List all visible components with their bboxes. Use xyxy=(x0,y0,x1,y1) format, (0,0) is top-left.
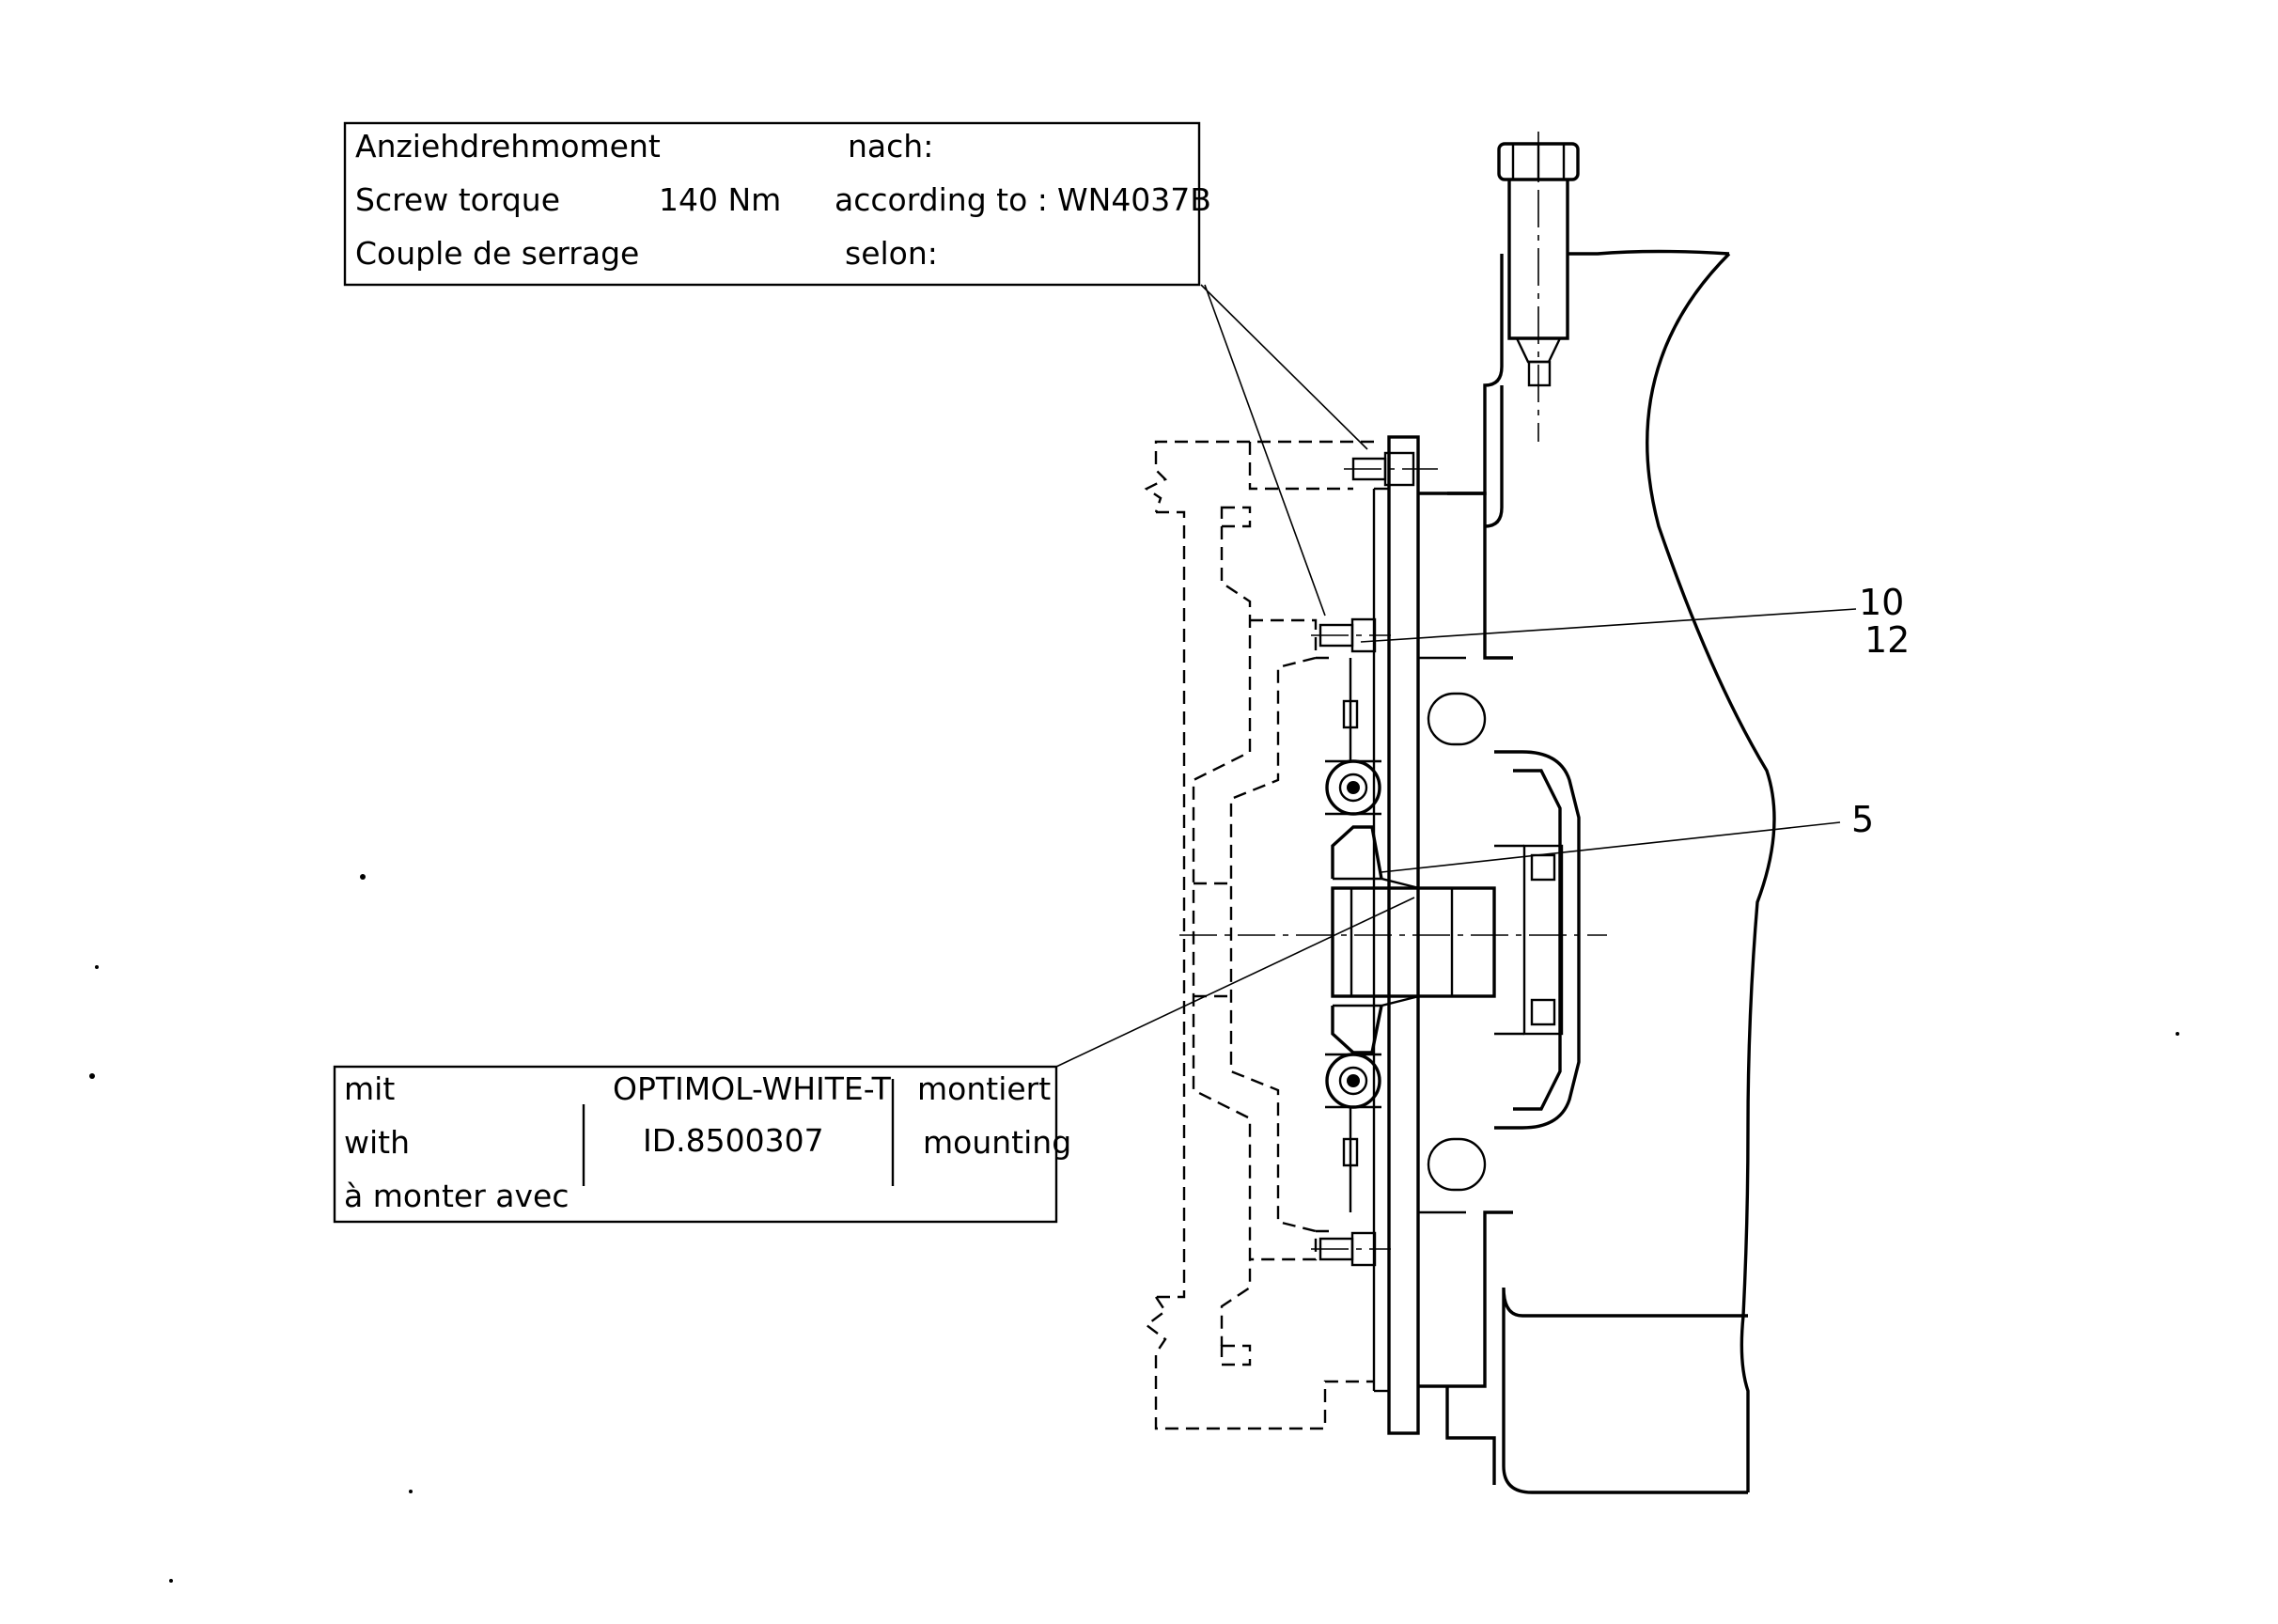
torque-ref-de: nach: xyxy=(848,128,933,164)
callout-5: 5 xyxy=(1851,799,1874,840)
torque-label-de: Anziehdrehmoment xyxy=(355,128,661,164)
lubricant-leader-line xyxy=(1055,897,1415,1068)
lower-bearing xyxy=(1325,1053,1381,1212)
torque-spec-table: Anziehdrehmoment nach: Screw torque 140 … xyxy=(343,121,1211,287)
upper-bearing xyxy=(1325,658,1381,816)
torque-leader-lines xyxy=(1200,284,1368,617)
lubricant-with: with xyxy=(344,1124,410,1161)
torque-value: 140 Nm xyxy=(659,181,781,218)
torque-ref-en: according to : xyxy=(835,181,1048,218)
torque-label-fr: Couple de serrage xyxy=(355,235,639,272)
lubricant-mounting: mounting xyxy=(923,1124,1071,1161)
lower-screw xyxy=(1311,1231,1391,1267)
scan-speckles xyxy=(89,874,2179,1583)
upper-screw xyxy=(1344,451,1438,487)
lubricant-mit: mit xyxy=(344,1070,395,1107)
part-callouts: 10 12 5 xyxy=(1360,582,1910,873)
lubricant-name: OPTIMOL-WHITE-T xyxy=(613,1070,892,1107)
housing-body xyxy=(1372,132,1776,1494)
hub-assembly xyxy=(1179,750,1607,1130)
callout-10: 10 xyxy=(1859,582,1904,623)
middle-screw xyxy=(1311,617,1391,653)
torque-standard: WN4037B xyxy=(1057,181,1211,218)
lubricant-avec: à monter avec xyxy=(344,1178,569,1214)
lubricant-montiert: montiert xyxy=(917,1070,1051,1107)
phantom-outline xyxy=(1144,440,1374,1430)
callout-12: 12 xyxy=(1865,619,1910,661)
torque-ref-fr: selon: xyxy=(845,235,938,272)
lubricant-id: ID.8500307 xyxy=(643,1122,824,1159)
torque-label-en: Screw torque xyxy=(355,181,560,218)
lubricant-table: mit with à monter avec OPTIMOL-WHITE-T I… xyxy=(333,1065,1071,1224)
